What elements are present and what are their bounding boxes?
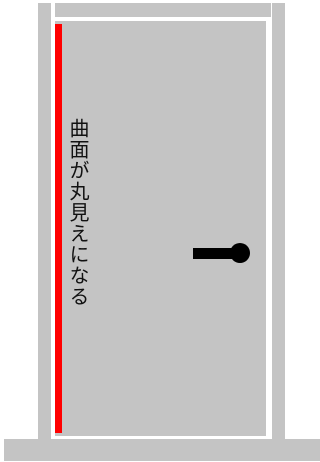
frame-right-jamb — [272, 3, 285, 439]
curved-edge-highlight — [55, 24, 62, 433]
floor — [4, 439, 320, 461]
frame-left-jamb — [38, 3, 51, 439]
door-handle-lever — [193, 248, 241, 259]
edge-note-label: 曲面が丸見えになる — [66, 118, 90, 307]
door-panel — [55, 21, 266, 436]
frame-head — [55, 3, 271, 17]
door-handle-knob — [230, 243, 250, 263]
